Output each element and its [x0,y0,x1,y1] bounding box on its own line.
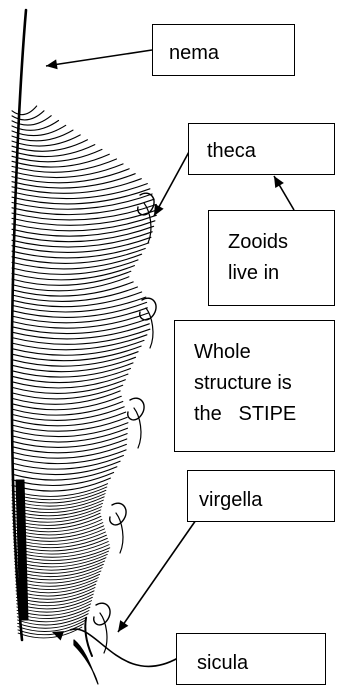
stipe-illustration [12,10,158,684]
growth-line [12,130,73,141]
growth-line [15,558,106,570]
theca-aperture [110,503,126,525]
virgella-arrow-head [118,620,128,632]
sicula-label: sicula [195,648,325,679]
theca-aperture [128,398,144,420]
growth-line [12,503,103,515]
theca-fold [116,513,123,553]
theca-aperture [94,603,110,625]
growth-line [12,266,134,280]
nema-arrow [46,50,152,66]
stipe-note-line-1: Whole [194,337,334,368]
nema-arrow-head [46,59,58,69]
growth-line [12,500,103,512]
theca-label: theca [207,136,334,167]
growth-line [12,490,106,503]
growth-line [12,243,149,258]
sicula-arrow-head [52,631,64,640]
virgella-arrow [118,520,196,632]
zooids-note-line-2: live in [228,258,334,289]
growth-line [12,494,105,507]
stipe-note-line-3: the STIPE [194,399,334,430]
stipe-note-line-2: structure is [194,368,334,399]
sicula-shape [74,640,98,684]
growth-line [12,374,128,388]
growth-line [12,507,102,519]
theca-arrow [154,150,190,216]
growth-line [12,363,133,377]
growth-line [12,271,131,285]
growth-line [12,125,66,135]
theca-fold [134,408,141,448]
growth-line [12,340,144,355]
growth-line [12,497,104,510]
growth-line [12,111,44,120]
zooids-arrow-head [274,176,284,188]
theca-label-box: theca [188,123,335,175]
sicula-label-box: sicula [176,633,326,685]
growth-line [12,106,37,115]
growth-line [15,568,102,580]
growth-line [12,346,141,361]
virgella-spine [85,618,92,656]
virgella-label: virgella [199,485,334,516]
nema-label: nema [169,38,294,69]
virgella-label-box: virgella [187,470,335,522]
growth-line [12,369,130,383]
stipe-note-box: Whole structure is the STIPE [174,320,335,452]
zooids-note-box: Zooids live in [208,210,335,306]
growth-line [15,564,103,576]
growth-line [14,551,108,564]
growth-line [15,554,108,567]
growth-line [12,357,136,371]
growth-line [15,561,105,573]
growth-line [12,352,138,366]
nema-label-box: nema [152,24,295,76]
zooids-note-line-1: Zooids [228,227,334,258]
growth-line [12,260,138,274]
